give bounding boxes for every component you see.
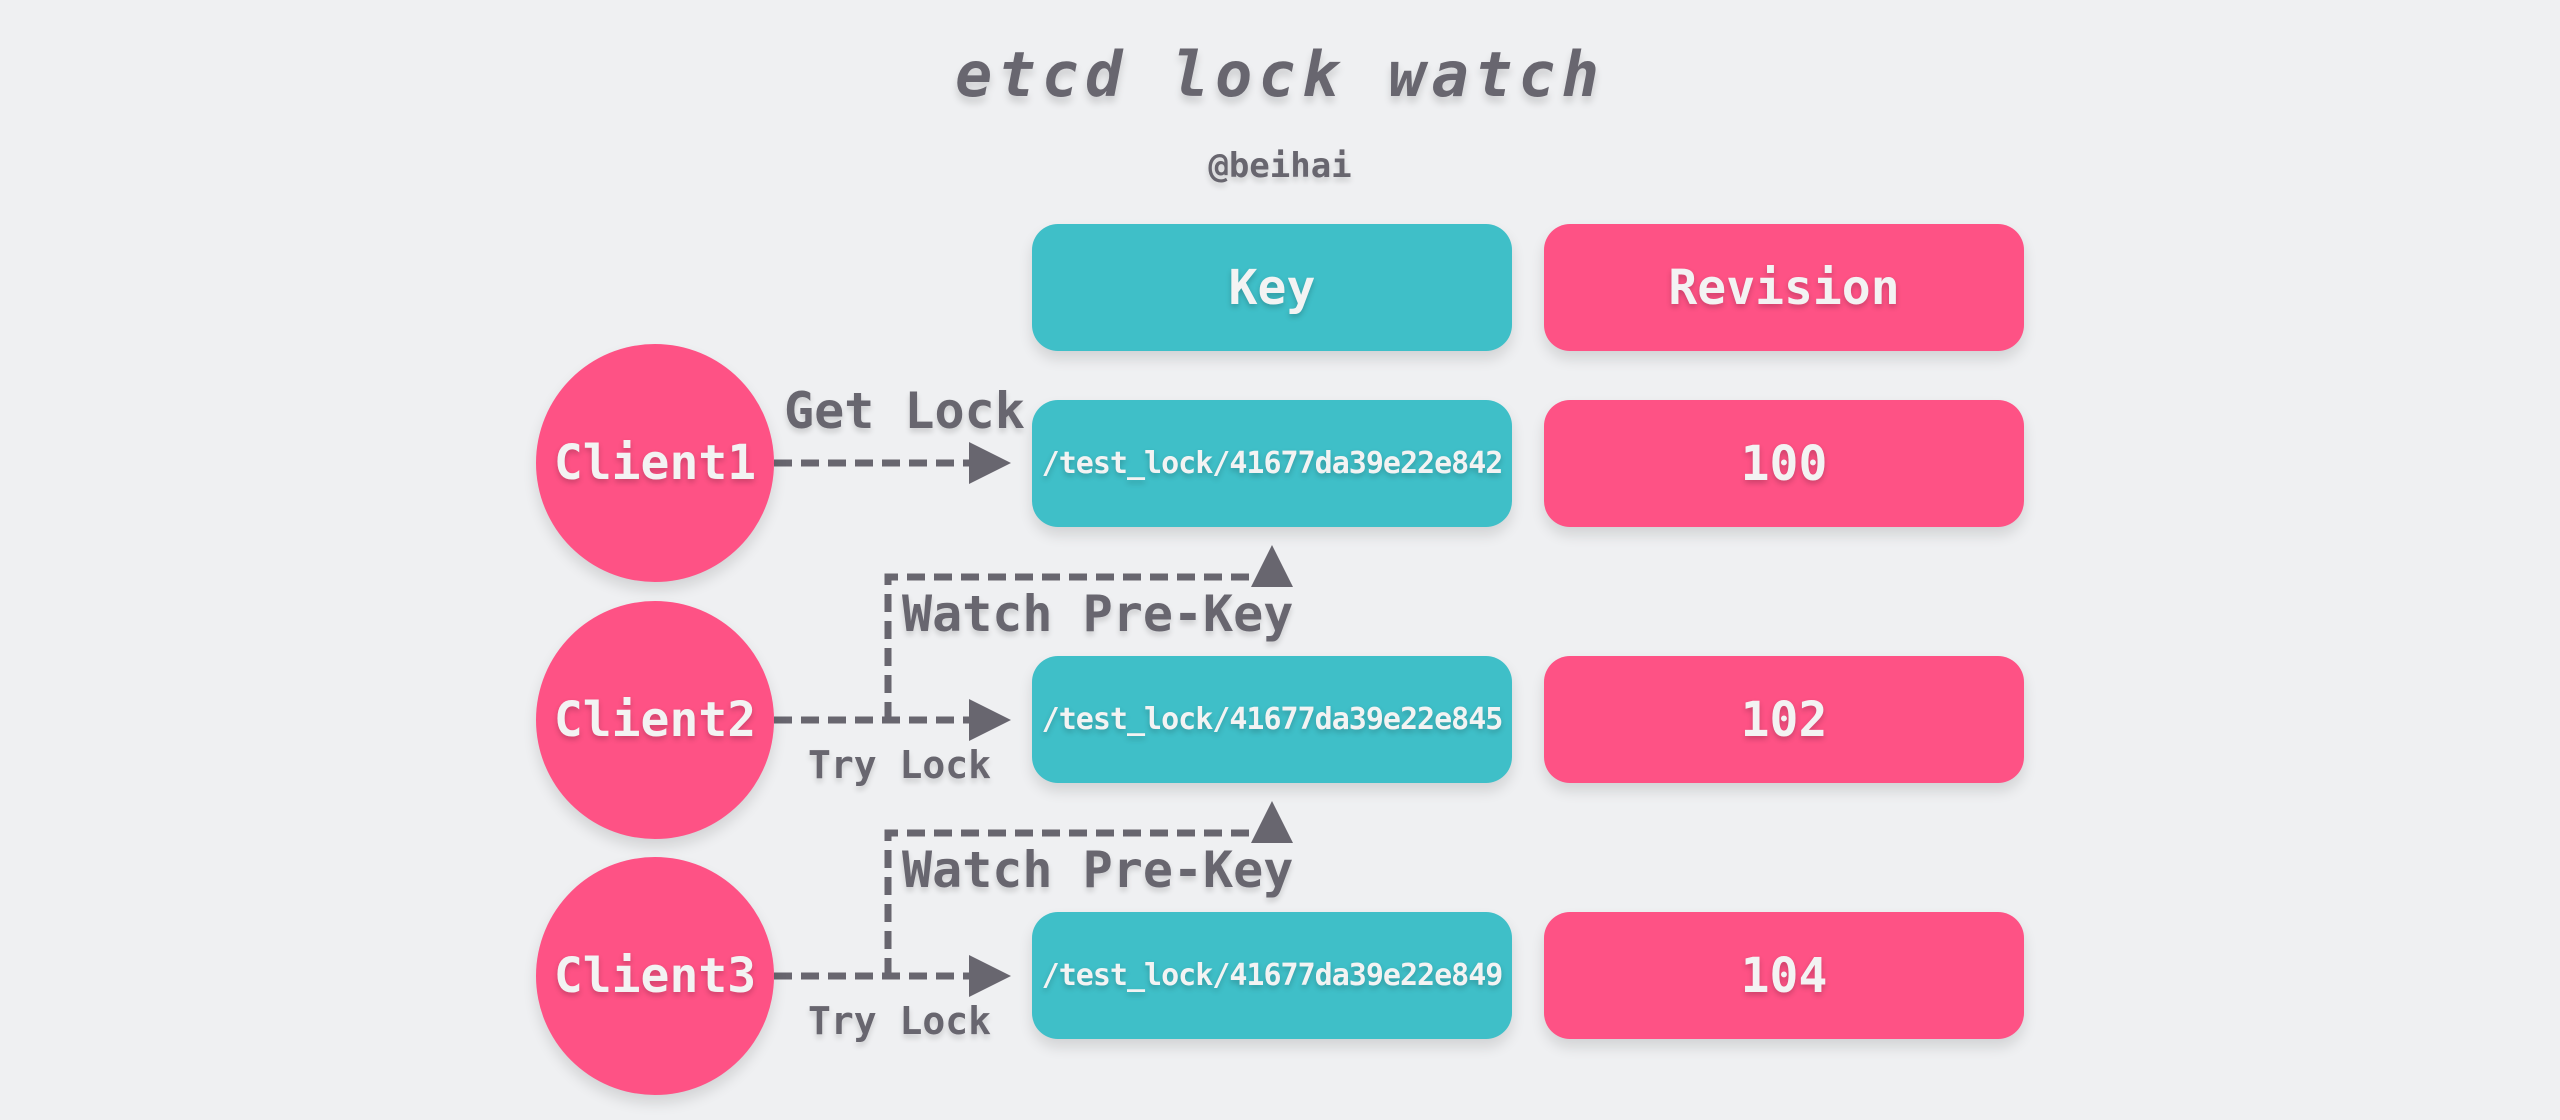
lock-key-value: /test_lock/41677da39e22e842 xyxy=(1041,446,1504,481)
watch-pre-key-label-2: Watch Pre-Key xyxy=(902,585,1294,643)
client-label: Client3 xyxy=(553,948,757,1004)
revision-column-header: Revision xyxy=(1544,224,2024,351)
revision-box-1: 100 xyxy=(1544,400,2024,527)
revision-value: 102 xyxy=(1740,691,1828,748)
lock-key-box-3: /test_lock/41677da39e22e849 xyxy=(1032,912,1512,1039)
revision-value: 100 xyxy=(1740,435,1828,492)
try-lock-label-3: Try Lock xyxy=(808,999,992,1043)
lock-key-box-2: /test_lock/41677da39e22e845 xyxy=(1032,656,1512,783)
revision-header-label: Revision xyxy=(1668,259,1900,316)
client-node-3: Client3 xyxy=(536,857,774,1095)
author-label: @beihai xyxy=(1208,146,1352,186)
client-node-2: Client2 xyxy=(536,601,774,839)
client-label: Client2 xyxy=(553,692,757,748)
watch-arrow-2 xyxy=(884,545,1293,720)
try-lock-label-2: Try Lock xyxy=(808,743,992,787)
lock-key-value: /test_lock/41677da39e22e845 xyxy=(1041,702,1504,737)
lock-key-value: /test_lock/41677da39e22e849 xyxy=(1041,958,1504,993)
key-header-label: Key xyxy=(1228,259,1316,316)
diagram-title: etcd lock watch xyxy=(955,38,1605,111)
revision-value: 104 xyxy=(1740,947,1828,1004)
key-column-header: Key xyxy=(1032,224,1512,351)
client-node-1: Client1 xyxy=(536,344,774,582)
get-lock-label: Get Lock xyxy=(784,382,1025,440)
watch-pre-key-label-3: Watch Pre-Key xyxy=(902,841,1294,899)
client-label: Client1 xyxy=(553,435,757,491)
watch-arrow-3 xyxy=(884,801,1293,976)
lock-key-box-1: /test_lock/41677da39e22e842 xyxy=(1032,400,1512,527)
revision-box-3: 104 xyxy=(1544,912,2024,1039)
revision-box-2: 102 xyxy=(1544,656,2024,783)
